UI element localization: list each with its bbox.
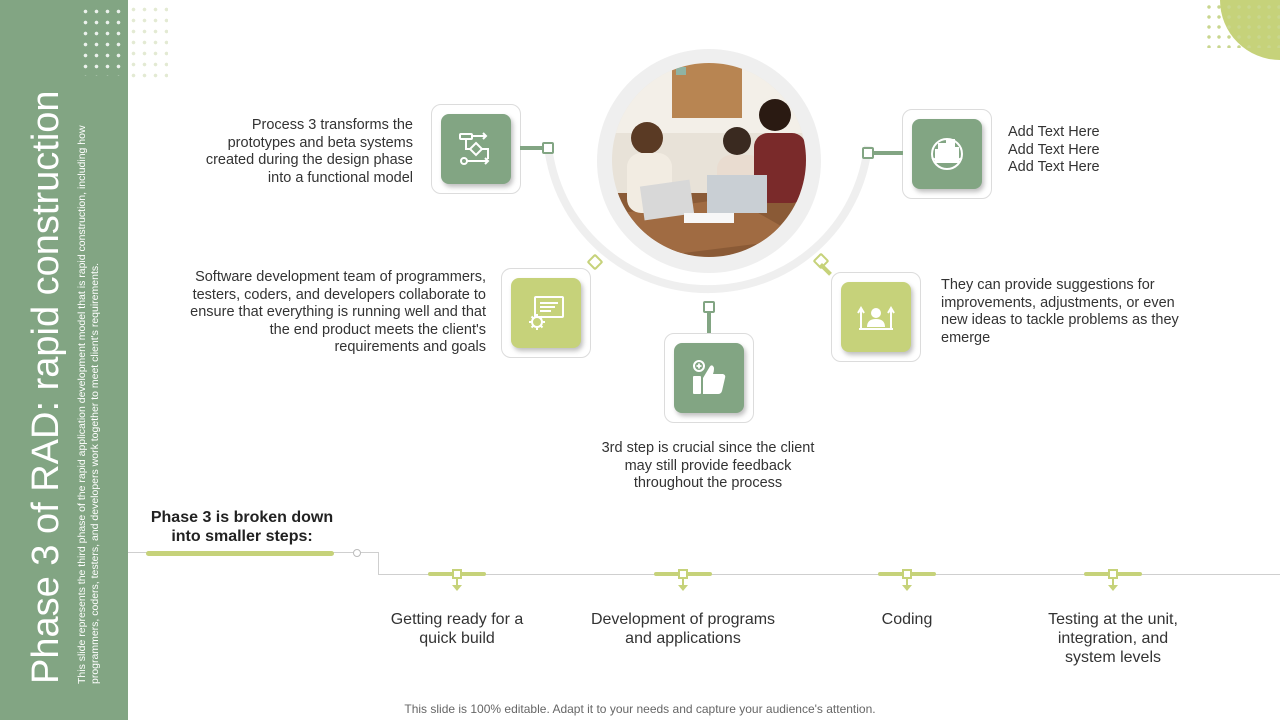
card-text-suggestions: They can provide suggestions for improve… bbox=[941, 277, 1179, 346]
connector-line bbox=[707, 312, 711, 333]
slide-title: Phase 3 of RAD: rapid construction bbox=[25, 90, 67, 684]
add-text-line: Add Text Here bbox=[1008, 159, 1100, 175]
card-text-prototypes: Process 3 transforms the prototypes and … bbox=[205, 117, 413, 186]
add-text-line: Add Text Here bbox=[1008, 124, 1100, 140]
step-marker bbox=[878, 569, 936, 594]
step-label: Coding bbox=[881, 611, 933, 628]
card-add-text bbox=[902, 109, 992, 199]
sidebar-panel: Phase 3 of RAD: rapid construction This … bbox=[0, 0, 128, 720]
settings-monitor-icon bbox=[529, 296, 564, 330]
team-photo bbox=[612, 63, 806, 257]
thumbs-up-icon bbox=[693, 360, 726, 394]
step-label: Getting ready for a quick build bbox=[390, 611, 524, 647]
timeline-line bbox=[361, 552, 378, 553]
timeline-heading: Phase 3 is broken down into smaller step… bbox=[150, 509, 334, 545]
step-label: Development of programs and applications bbox=[590, 611, 776, 647]
connector-arc bbox=[544, 145, 872, 293]
step-marker bbox=[428, 569, 486, 594]
decorative-dots-light bbox=[128, 4, 168, 78]
card-suggestions bbox=[831, 272, 921, 362]
connector-node bbox=[542, 142, 554, 154]
timeline-line bbox=[378, 552, 379, 574]
connector-line bbox=[520, 146, 544, 150]
card-text-collaborate: Software development team of programmers… bbox=[190, 269, 486, 355]
footer-note: This slide is 100% editable. Adapt it to… bbox=[404, 702, 876, 716]
card-text-feedback: 3rd step is crucial since the client may… bbox=[601, 440, 815, 491]
timeline-line bbox=[378, 574, 1280, 575]
person-arrows-icon bbox=[857, 306, 895, 330]
card-feedback bbox=[664, 333, 754, 423]
add-text-line: Add Text Here bbox=[1008, 141, 1100, 158]
step-marker bbox=[654, 569, 712, 594]
timeline-node bbox=[353, 549, 361, 557]
card-text-add: Add Text Here Add Text Here Add Text Her… bbox=[1008, 124, 1148, 177]
card-collaborate bbox=[501, 268, 591, 358]
corner-dots bbox=[1204, 2, 1280, 48]
flowchart-icon bbox=[459, 132, 490, 165]
card-prototypes bbox=[431, 104, 521, 194]
decorative-dots bbox=[80, 6, 124, 76]
connector-line bbox=[873, 151, 903, 155]
timeline-highlight bbox=[146, 551, 334, 556]
step-label: Testing at the unit, integration, and sy… bbox=[1048, 611, 1178, 666]
slide-subtitle: This slide represents the third phase of… bbox=[76, 125, 101, 684]
step-marker bbox=[1084, 569, 1142, 594]
globe-building-icon bbox=[931, 138, 963, 170]
